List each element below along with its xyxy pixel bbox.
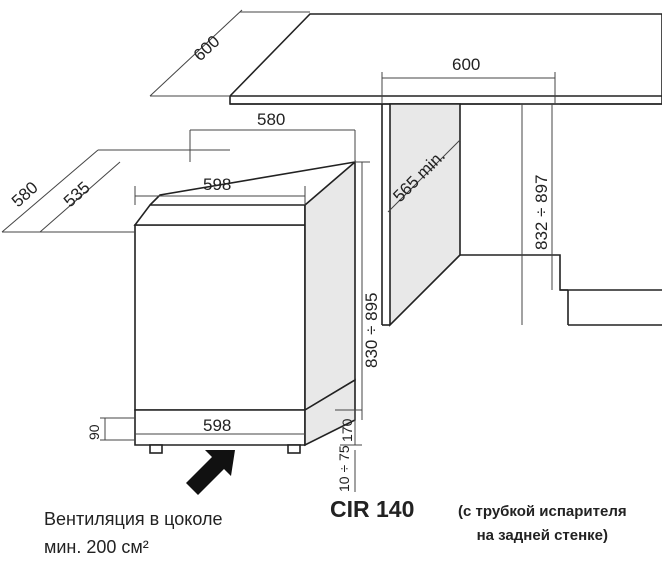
- cabinet-width-dimension: [381, 72, 556, 104]
- plinth-height-label: 90: [86, 424, 102, 440]
- appliance-depth-outer-label: 580: [8, 178, 42, 211]
- cabinet-width-label: 600: [452, 55, 480, 74]
- model-name: CIR 140: [330, 496, 415, 522]
- appliance-height-label: 830 ÷ 895: [362, 292, 381, 368]
- model-note-line2: на задней стенке): [476, 527, 609, 544]
- plinth-dimensions: [100, 417, 305, 441]
- niche-height-label: 832 ÷ 897: [532, 174, 551, 250]
- appliance-depth-inner-label: 535: [60, 178, 94, 211]
- ventilation-caption-line2: мин. 200 см²: [44, 537, 149, 557]
- right-cabinet: [381, 103, 662, 327]
- plinth-depth-dimensions: [335, 409, 362, 492]
- appliance-top-width-dimensions: [134, 129, 356, 205]
- ventilation-caption: Вентиляция в цоколе мин. 200 см²: [44, 505, 223, 561]
- countertop: [229, 13, 662, 105]
- model-note-line1: (с трубкой испарителя: [458, 503, 627, 520]
- plinth-gap-label: 10 ÷ 75: [336, 445, 352, 492]
- appliance-height-dimension: [355, 161, 370, 420]
- countertop-depth-label: 600: [190, 32, 224, 65]
- appliance-depth-dimensions: [1, 149, 230, 233]
- model-note: (с трубкой испарителя на задней стенке): [458, 500, 627, 548]
- appliance-bottom-width-label: 598: [203, 416, 231, 435]
- ventilation-caption-line1: Вентиляция в цоколе: [44, 509, 223, 529]
- countertop-depth-dimension: [149, 9, 310, 97]
- appliance-body: [133, 160, 356, 454]
- plinth-depth-label: 170: [339, 418, 355, 442]
- niche-diagonal-dimension: [387, 139, 461, 213]
- ventilation-arrow-icon: [186, 450, 235, 495]
- niche-depth-label: 580: [257, 110, 285, 129]
- niche-height-dimension: [520, 103, 560, 325]
- appliance-top-width-label: 598: [203, 175, 231, 194]
